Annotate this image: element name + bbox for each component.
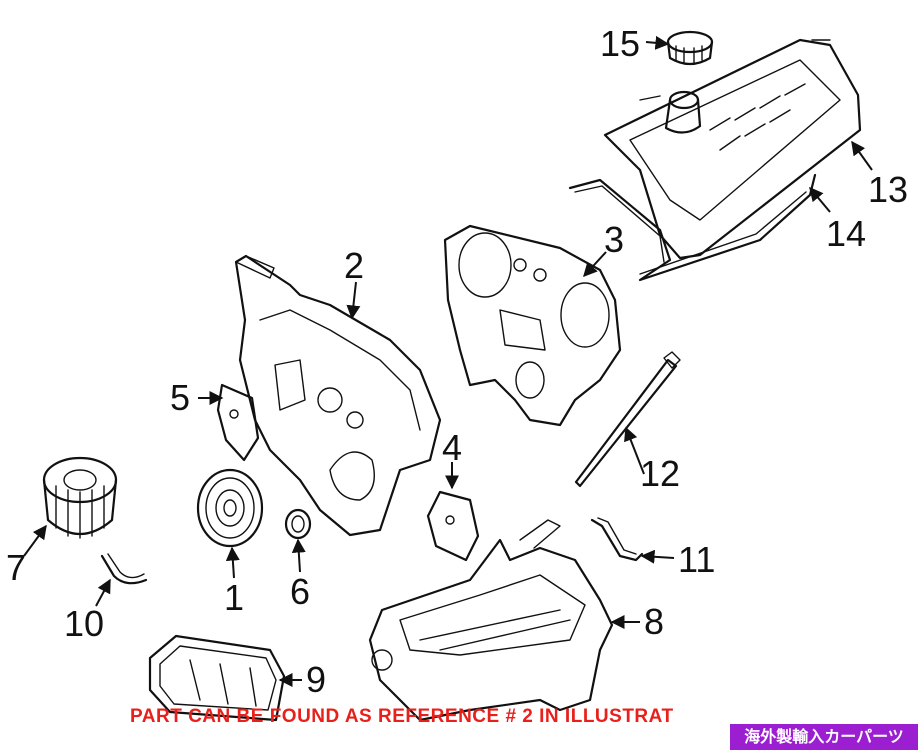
oil-pan-upper: [368, 519, 614, 722]
dipstick: [574, 351, 681, 488]
callout-13: 13: [868, 169, 908, 210]
callout-5: 5: [170, 377, 190, 418]
callout-2: 2: [344, 245, 364, 286]
callout-3: 3: [604, 219, 624, 260]
callout-10: 10: [64, 603, 104, 644]
callout-1: 1: [224, 577, 244, 618]
timing-cover-front: [234, 254, 442, 537]
gasket-plate: [216, 383, 260, 462]
oil-tube-right: [590, 517, 644, 562]
valve-cover-gasket: [568, 173, 817, 282]
callout-11: 11: [678, 539, 715, 580]
callout-9: 9: [306, 659, 326, 700]
crankshaft-pulley: [196, 468, 264, 548]
oil-filler-cap: [666, 30, 714, 66]
crankshaft-seal: [284, 508, 312, 540]
cover-gasket: [426, 490, 480, 562]
callout-4: 4: [442, 427, 462, 468]
oil-tube: [100, 553, 148, 585]
callout-14: 14: [826, 213, 866, 254]
timing-cover-rear: [443, 224, 622, 427]
reference-note: PART CAN BE FOUND AS REFERENCE # 2 IN IL…: [130, 706, 674, 727]
import-parts-badge: 海外製輸入カーパーツ: [730, 724, 918, 750]
oil-pan-lower: [148, 634, 286, 722]
callout-15: 15: [600, 23, 640, 64]
oil-filter: [42, 456, 118, 539]
valve-cover: [603, 38, 862, 260]
callout-12: 12: [640, 453, 680, 494]
callout-7: 7: [6, 547, 26, 588]
callout-8: 8: [644, 601, 664, 642]
callout-6: 6: [290, 571, 310, 612]
